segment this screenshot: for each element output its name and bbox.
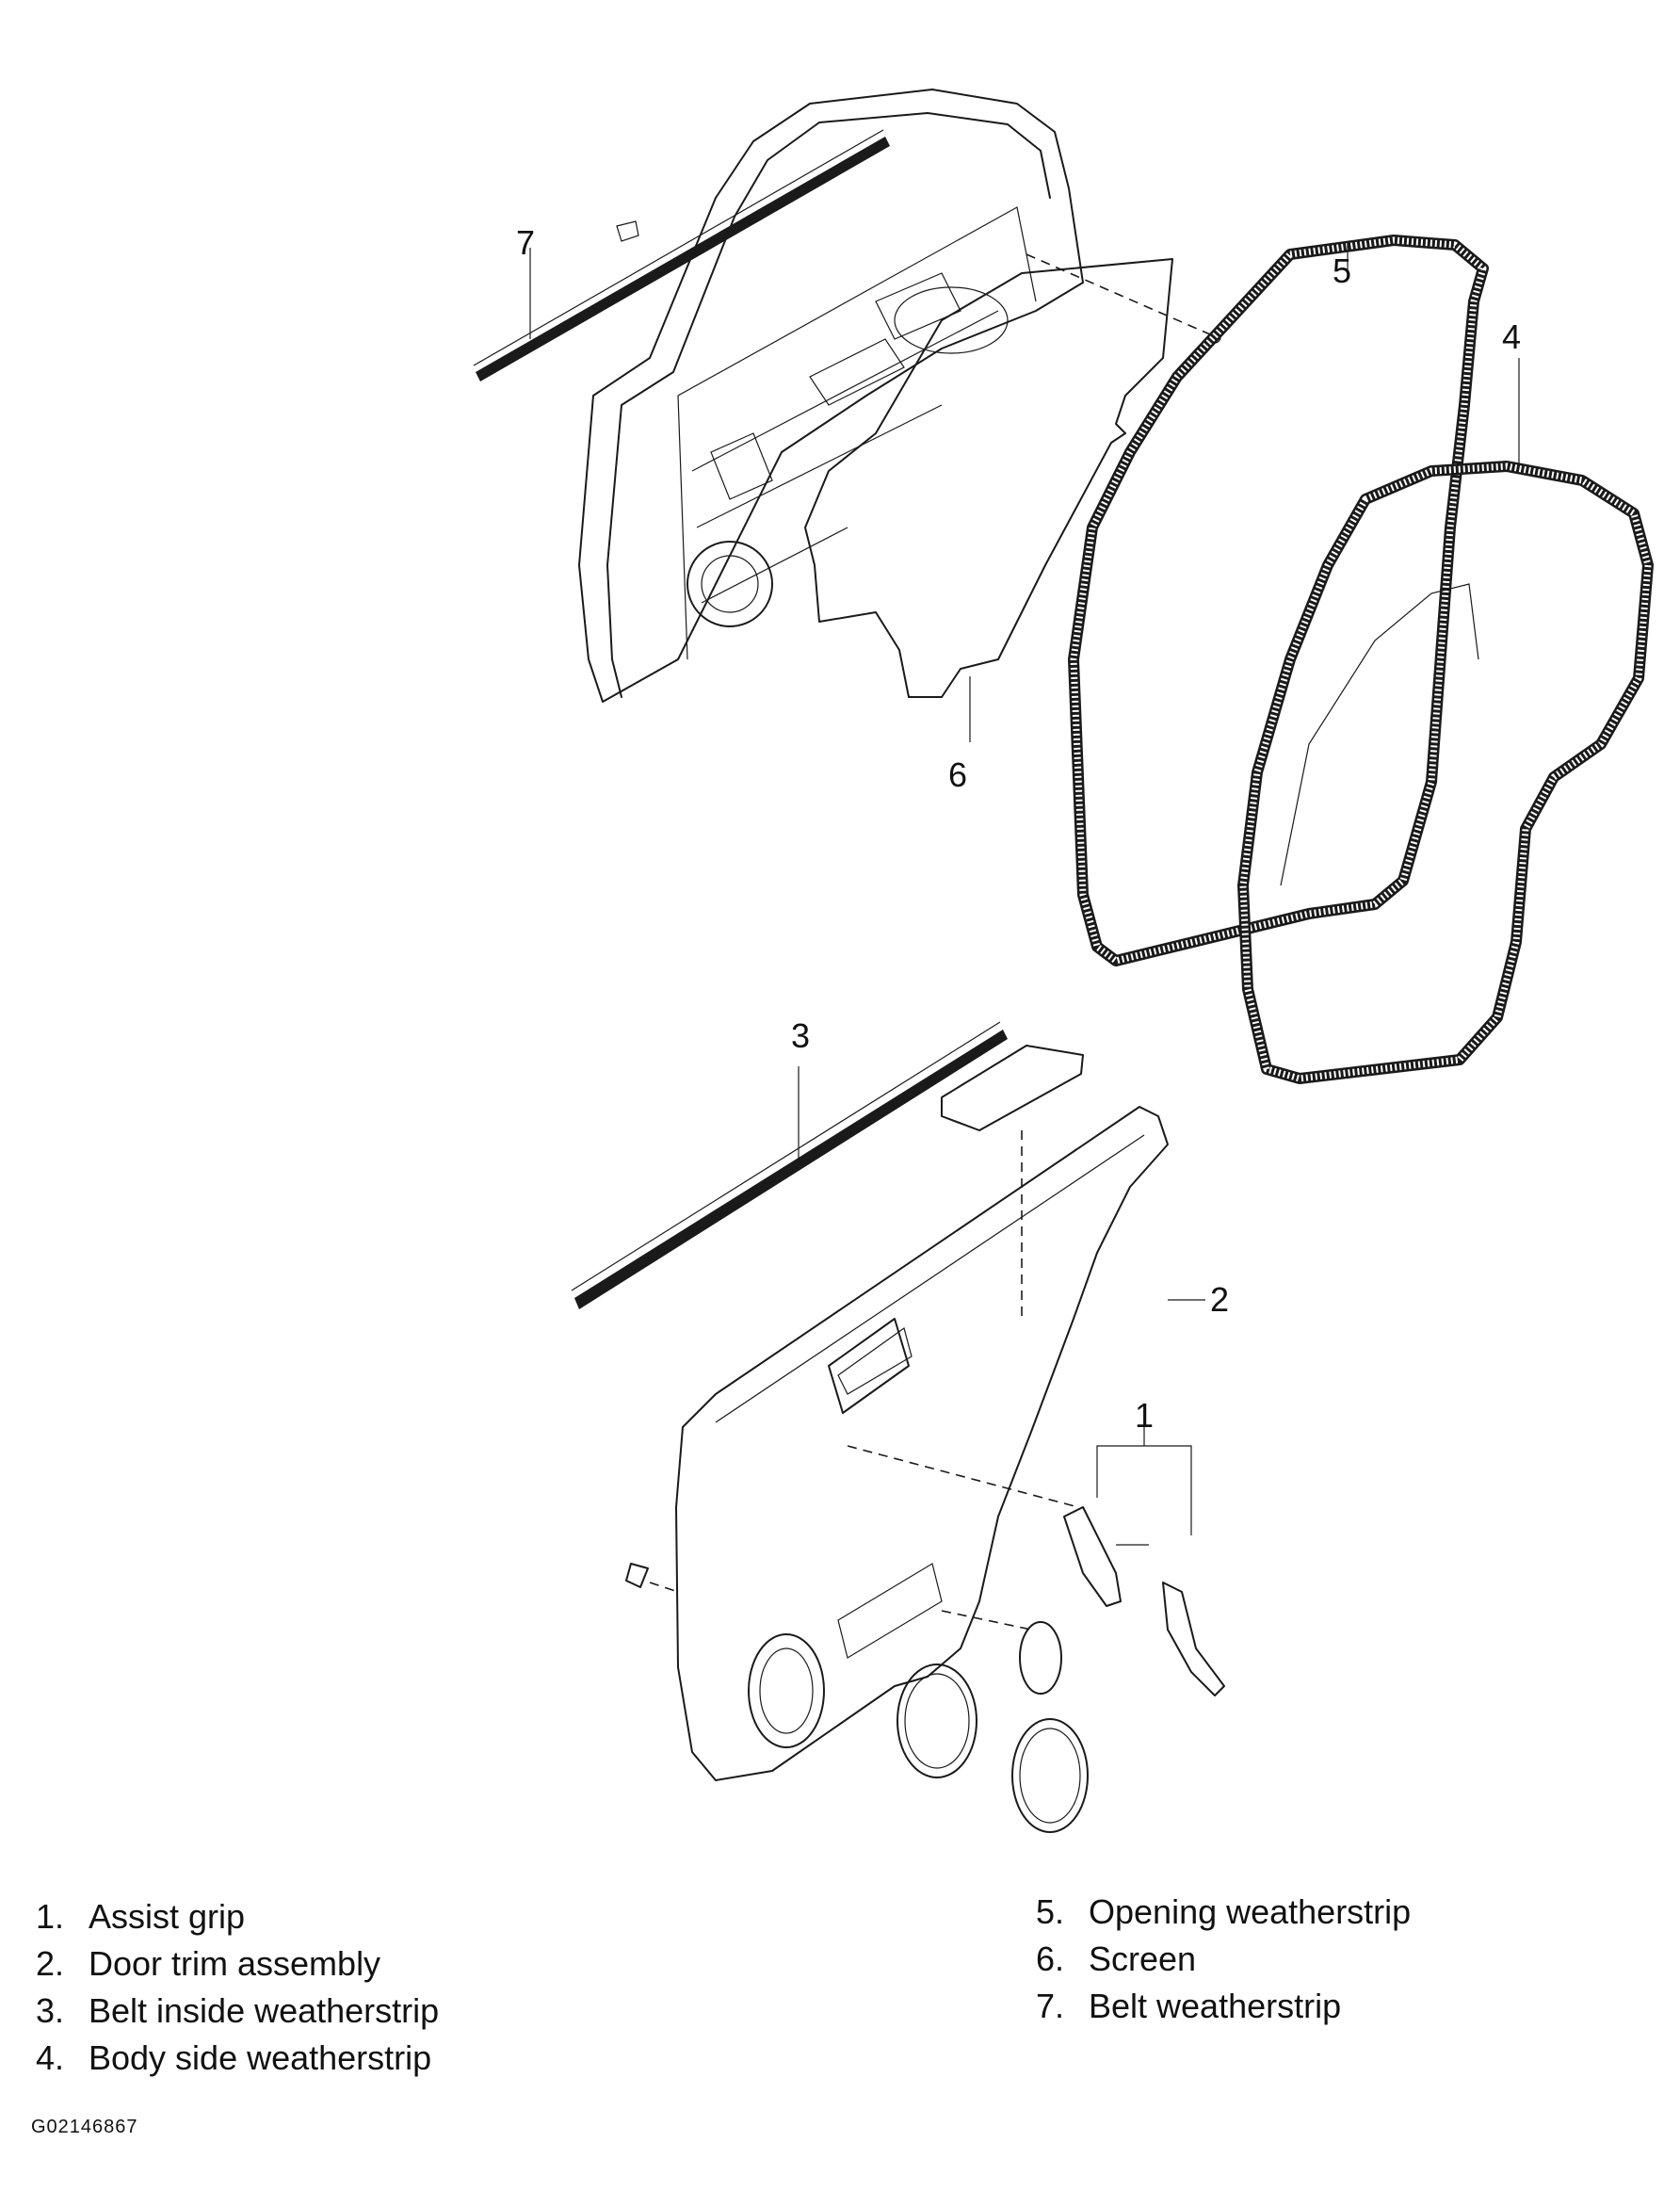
callout-2: 2 xyxy=(1210,1280,1230,1319)
opening-weatherstrip xyxy=(1068,235,1489,966)
legend-label: Assist grip xyxy=(89,1897,246,1936)
callout-1: 1 xyxy=(1135,1396,1155,1435)
assist-grip xyxy=(847,1413,1225,1696)
callout-5: 5 xyxy=(1333,252,1352,290)
figure-id: G02146867 xyxy=(31,2117,138,2137)
legend-label: Belt inside weatherstrip xyxy=(89,1991,440,2030)
armrest-cover xyxy=(941,1045,1084,1319)
door-trim-assembly xyxy=(675,1106,1205,1781)
legend-item-3: 3.Belt inside weatherstrip xyxy=(36,1991,440,2030)
belt-weatherstrip xyxy=(473,129,890,381)
legend-label: Body side weatherstrip xyxy=(89,2038,432,2077)
exploded-door-diagram xyxy=(473,89,1654,1833)
callout-7: 7 xyxy=(516,223,536,262)
speaker-grilles xyxy=(625,1563,1089,1833)
door-inner-panel xyxy=(578,89,1084,703)
legend-label: Door trim assembly xyxy=(89,1944,381,1983)
legend-label: Belt weatherstrip xyxy=(1089,1987,1342,2025)
legend-label: Opening weatherstrip xyxy=(1089,1892,1412,1931)
legend-item-1: 1.Assist grip xyxy=(36,1897,246,1936)
legend-label: Screen xyxy=(1089,1939,1197,1978)
legend-left: 1.Assist grip 2.Door trim assembly 3.Bel… xyxy=(36,1893,439,2082)
screen-sheet xyxy=(804,253,1221,742)
callout-3: 3 xyxy=(791,1016,811,1055)
legend-right: 5.Opening weatherstrip 6.Screen 7.Belt w… xyxy=(1036,1889,1411,2030)
body-side-weatherstrip xyxy=(1237,358,1654,1084)
callout-4: 4 xyxy=(1502,317,1522,356)
legend-item-4: 4.Body side weatherstrip xyxy=(36,2038,432,2077)
callout-6: 6 xyxy=(948,755,968,794)
belt-inside-weatherstrip xyxy=(571,1021,1008,1309)
legend-item-7: 7.Belt weatherstrip xyxy=(1036,1987,1342,2025)
legend-item-2: 2.Door trim assembly xyxy=(36,1944,381,1983)
legend-item-6: 6.Screen xyxy=(1036,1939,1197,1978)
legend-item-5: 5.Opening weatherstrip xyxy=(1036,1892,1412,1931)
